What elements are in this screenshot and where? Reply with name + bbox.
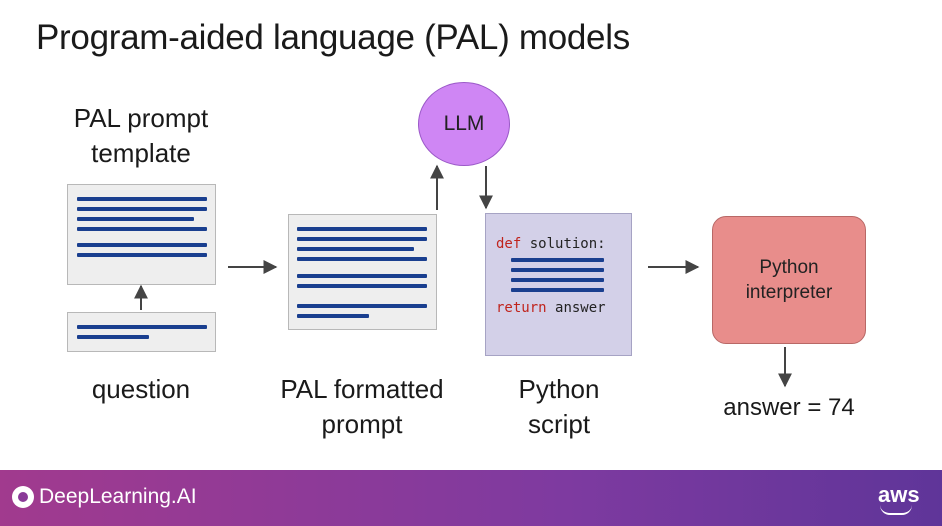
text-line [297,237,427,241]
pal-formatted-label-line1: PAL formatted [280,374,444,404]
footer-bar [0,470,942,526]
deeplearning-logo-icon [12,486,34,508]
python-script-label: Python script [478,372,640,442]
text-line [77,207,207,211]
code-def-line: def solution: [496,236,606,252]
llm-label: LLM [443,112,485,135]
question-label: question [91,374,191,404]
code-line [511,258,604,262]
text-line [297,274,427,278]
deeplearning-brand: DeepLearning.AI [12,485,197,509]
python-script-label-line1: Python [518,374,600,404]
text-line [77,325,207,329]
pal-template-label-line2: template [91,138,191,168]
aws-smile-icon [880,505,912,515]
return-rest: answer [555,300,606,316]
text-line [77,253,207,257]
text-line [297,304,427,308]
code-line [511,278,604,282]
code-line [511,268,604,272]
text-line [297,314,369,318]
aws-logo: aws [878,482,920,507]
text-line [297,227,427,231]
pal-formatted-document [288,214,437,330]
text-line [77,197,207,201]
code-line [511,288,604,292]
question-document [67,312,216,352]
pal-template-label: PAL prompt template [60,101,222,171]
interpreter-label-line1: Python [759,257,819,278]
pal-formatted-label-line2: prompt [321,409,403,439]
pal-formatted-label: PAL formatted prompt [262,372,462,442]
text-line [297,257,427,261]
interpreter-label-line2: interpreter [745,282,833,303]
text-line [297,284,427,288]
python-interpreter-node: Python interpreter [712,216,866,344]
code-return-line: return answer [496,300,606,316]
def-keyword: def [496,236,522,252]
pal-template-document [67,184,216,285]
pal-template-label-line1: PAL prompt [73,103,209,133]
brand-text: DeepLearning.AI [39,485,197,508]
def-rest: solution: [529,236,606,252]
llm-node: LLM [418,82,510,166]
text-line [77,335,149,339]
slide-title: Program-aided language (PAL) models [36,18,630,57]
return-keyword: return [496,300,547,316]
text-line [297,247,414,251]
answer-label: answer = 74 [723,394,855,421]
text-line [77,217,194,221]
text-line [77,227,207,231]
python-script-label-line2: script [527,409,591,439]
python-script-box: def solution: return answer [485,213,632,356]
text-line [77,243,207,247]
